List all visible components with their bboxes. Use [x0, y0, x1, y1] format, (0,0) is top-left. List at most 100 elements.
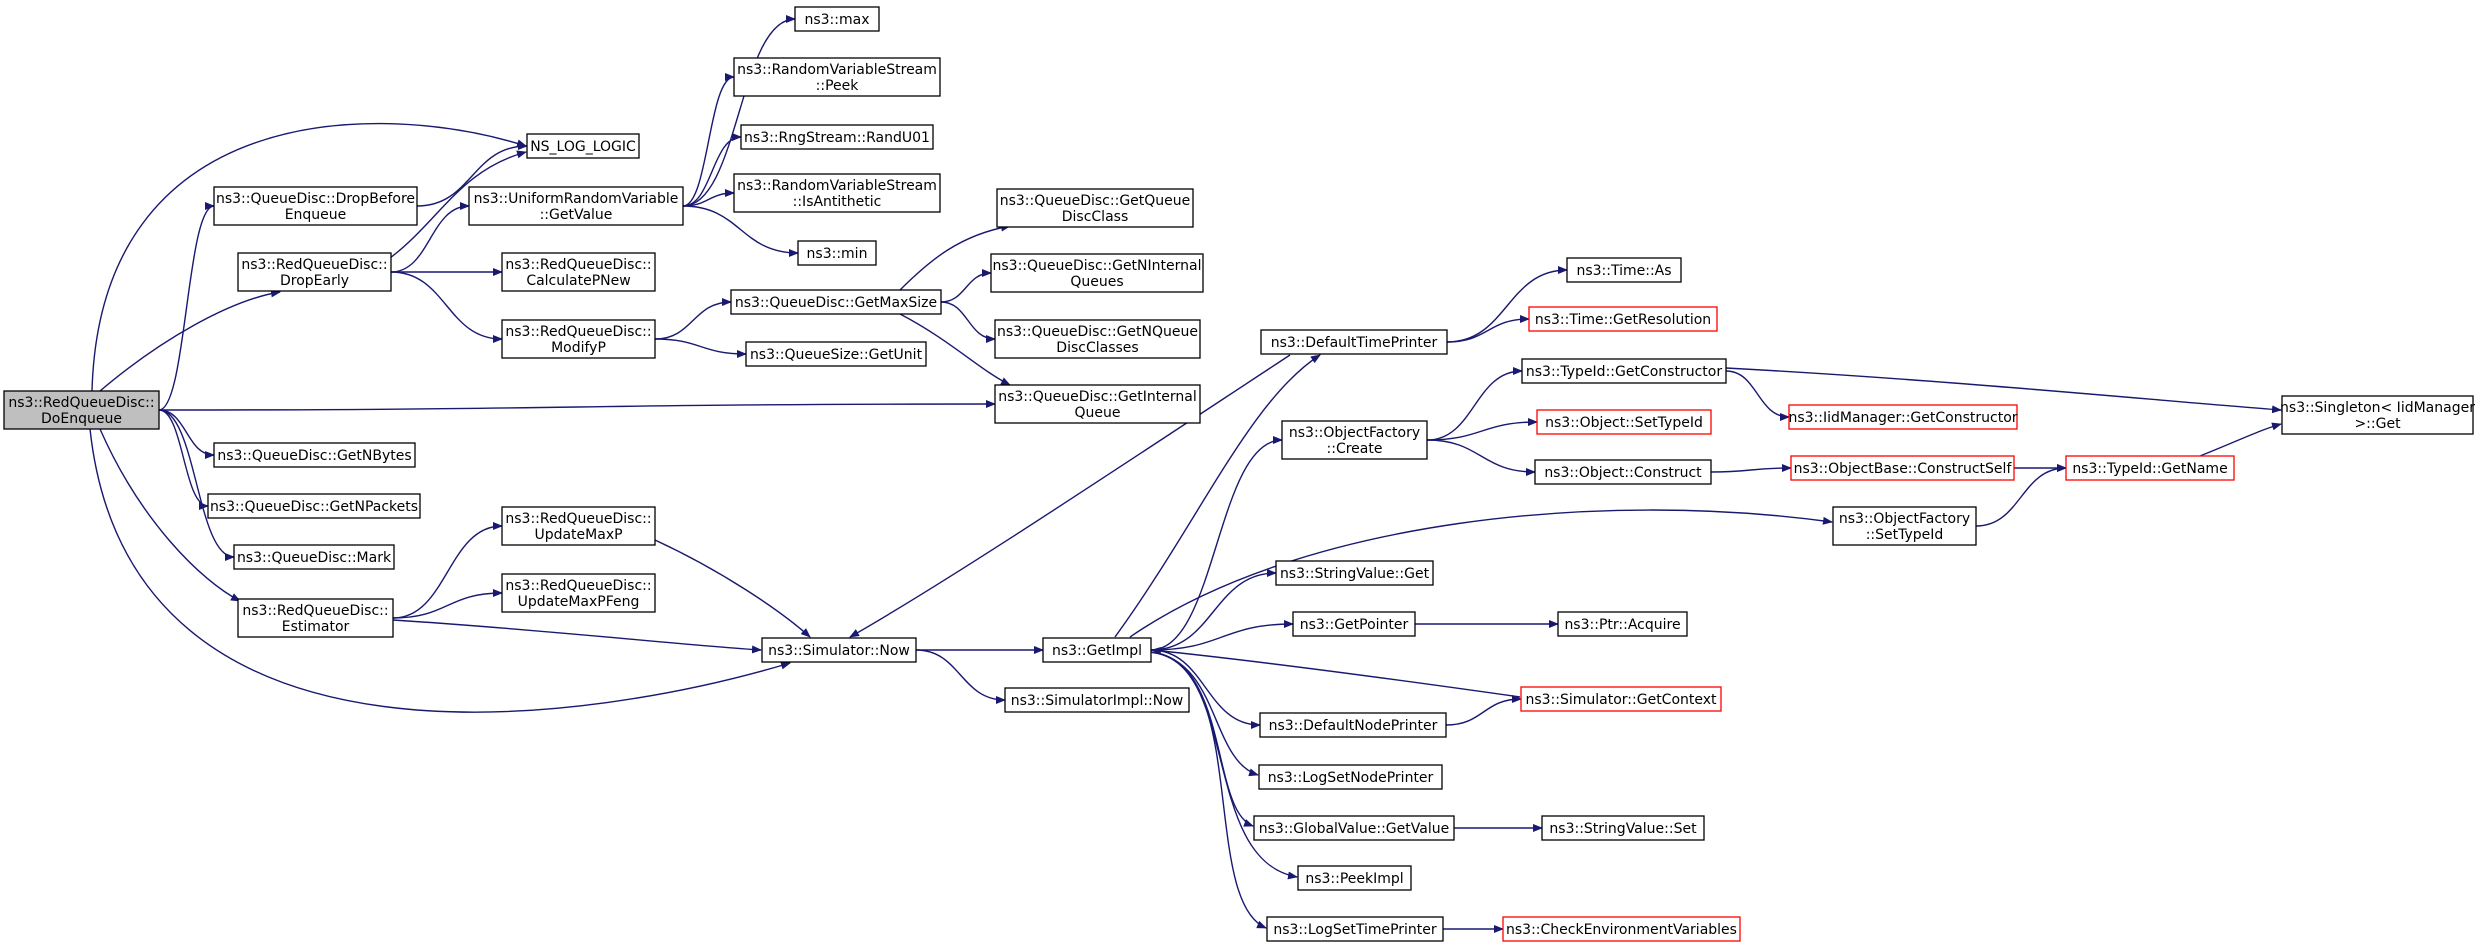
node-min[interactable]: ns3::min: [797, 240, 877, 266]
node-box[interactable]: [1258, 764, 1443, 790]
node-iid_manager_get_constructor[interactable]: ns3::IidManager::GetConstructor: [1788, 404, 2018, 430]
node-box[interactable]: [526, 133, 640, 159]
node-object_factory_create[interactable]: ns3::ObjectFactory::Create: [1281, 420, 1428, 460]
node-box[interactable]: [1521, 358, 1727, 384]
node-box[interactable]: [1520, 686, 1722, 712]
node-box[interactable]: [501, 506, 656, 546]
node-object_base_construct_self[interactable]: ns3::ObjectBase::ConstructSelf: [1790, 455, 2015, 481]
node-box[interactable]: [730, 289, 942, 315]
node-box[interactable]: [733, 173, 941, 213]
node-box[interactable]: [1541, 815, 1705, 841]
node-box[interactable]: [207, 493, 421, 519]
node-box[interactable]: [994, 384, 1201, 424]
node-peek_impl[interactable]: ns3::PeekImpl: [1297, 865, 1412, 891]
node-get_impl[interactable]: ns3::GetImpl: [1042, 637, 1152, 663]
node-box[interactable]: [740, 124, 934, 150]
node-box[interactable]: [761, 637, 917, 663]
node-uniform_get_value[interactable]: ns3::UniformRandomVariable::GetValue: [468, 186, 684, 226]
node-box[interactable]: [745, 341, 927, 367]
node-box[interactable]: [1260, 329, 1448, 355]
node-check_environment_variables[interactable]: ns3::CheckEnvironmentVariables: [1502, 916, 1741, 942]
node-box[interactable]: [1042, 637, 1152, 663]
node-string_value_get[interactable]: ns3::StringValue::Get: [1275, 560, 1434, 586]
node-log_set_node_printer[interactable]: ns3::LogSetNodePrinter: [1258, 764, 1443, 790]
node-calculate_pnew[interactable]: ns3::RedQueueDisc::CalculatePNew: [501, 252, 656, 292]
node-box[interactable]: [1297, 865, 1412, 891]
node-box[interactable]: [733, 57, 941, 97]
node-string_value_set[interactable]: ns3::StringValue::Set: [1541, 815, 1705, 841]
node-max[interactable]: ns3::max: [794, 6, 880, 32]
node-box[interactable]: [237, 252, 392, 292]
node-get_npackets[interactable]: ns3::QueueDisc::GetNPackets: [207, 493, 421, 519]
node-object_factory_set_type_id[interactable]: ns3::ObjectFactory::SetTypeId: [1832, 506, 1977, 546]
node-log_set_time_printer[interactable]: ns3::LogSetTimePrinter: [1266, 916, 1444, 942]
node-get_nbytes[interactable]: ns3::QueueDisc::GetNBytes: [213, 442, 416, 468]
node-box[interactable]: [1790, 455, 2015, 481]
node-box[interactable]: [1832, 506, 1977, 546]
node-box[interactable]: [1502, 916, 1741, 942]
node-box[interactable]: [233, 544, 395, 570]
node-box[interactable]: [2065, 455, 2235, 481]
node-typeid_get_name[interactable]: ns3::TypeId::GetName: [2065, 455, 2235, 481]
node-box[interactable]: [213, 186, 418, 226]
node-typeid_get_constructor[interactable]: ns3::TypeId::GetConstructor: [1521, 358, 1727, 384]
node-box[interactable]: [1557, 611, 1688, 637]
node-object_construct[interactable]: ns3::Object::Construct: [1534, 459, 1712, 485]
node-box[interactable]: [990, 253, 1204, 293]
node-time_as[interactable]: ns3::Time::As: [1566, 257, 1682, 283]
node-box[interactable]: [237, 598, 394, 638]
node-rand_u01[interactable]: ns3::RngStream::RandU01: [740, 124, 934, 150]
node-get_unit[interactable]: ns3::QueueSize::GetUnit: [745, 341, 927, 367]
node-box[interactable]: [797, 240, 877, 266]
node-box[interactable]: [501, 573, 656, 613]
node-singleton_get[interactable]: ns3::Singleton< IidManager >::Get: [2280, 395, 2475, 435]
node-box[interactable]: [213, 442, 416, 468]
node-box[interactable]: [1536, 409, 1712, 435]
node-get_max_size[interactable]: ns3::QueueDisc::GetMaxSize: [730, 289, 942, 315]
node-default_time_printer[interactable]: ns3::DefaultTimePrinter: [1260, 329, 1448, 355]
node-rvs_peek[interactable]: ns3::RandomVariableStream::Peek: [733, 57, 941, 97]
node-time_get_resolution[interactable]: ns3::Time::GetResolution: [1528, 306, 1718, 332]
node-box[interactable]: [794, 6, 880, 32]
node-update_max_p_feng[interactable]: ns3::RedQueueDisc::UpdateMaxPFeng: [501, 573, 656, 613]
node-box[interactable]: [1292, 611, 1416, 637]
node-simulator_impl_now[interactable]: ns3::SimulatorImpl::Now: [1004, 687, 1190, 713]
node-simulator_now[interactable]: ns3::Simulator::Now: [761, 637, 917, 663]
node-box[interactable]: [994, 319, 1201, 359]
node-box[interactable]: [2281, 395, 2474, 435]
node-doenqueue[interactable]: ns3::RedQueueDisc::DoEnqueue: [3, 390, 160, 430]
node-get_pointer[interactable]: ns3::GetPointer: [1292, 611, 1416, 637]
node-ns_log_logic[interactable]: NS_LOG_LOGIC: [526, 133, 640, 159]
node-box[interactable]: [996, 188, 1194, 228]
node-box[interactable]: [501, 252, 656, 292]
node-update_max_p[interactable]: ns3::RedQueueDisc::UpdateMaxP: [501, 506, 656, 546]
node-mark[interactable]: ns3::QueueDisc::Mark: [233, 544, 395, 570]
node-rvs_is_antithetic[interactable]: ns3::RandomVariableStream::IsAntithetic: [733, 173, 941, 213]
node-box[interactable]: [1281, 420, 1428, 460]
node-box[interactable]: [1266, 916, 1444, 942]
node-box[interactable]: [1534, 459, 1712, 485]
node-global_value_get_value[interactable]: ns3::GlobalValue::GetValue: [1253, 815, 1455, 841]
node-box[interactable]: [1275, 560, 1434, 586]
node-modify_p[interactable]: ns3::RedQueueDisc::ModifyP: [501, 319, 656, 359]
node-box[interactable]: [1788, 404, 2018, 430]
node-object_set_type_id[interactable]: ns3::Object::SetTypeId: [1536, 409, 1712, 435]
node-box[interactable]: [1528, 306, 1718, 332]
node-box[interactable]: [468, 186, 684, 226]
node-box[interactable]: [501, 319, 656, 359]
node-box[interactable]: [1253, 815, 1455, 841]
node-simulator_get_context[interactable]: ns3::Simulator::GetContext: [1520, 686, 1722, 712]
node-ptr_acquire[interactable]: ns3::Ptr::Acquire: [1557, 611, 1688, 637]
node-box[interactable]: [1566, 257, 1682, 283]
node-box[interactable]: [1259, 712, 1447, 738]
node-box[interactable]: [3, 390, 160, 430]
node-default_node_printer[interactable]: ns3::DefaultNodePrinter: [1259, 712, 1447, 738]
node-estimator[interactable]: ns3::RedQueueDisc::Estimator: [237, 598, 394, 638]
node-drop_early[interactable]: ns3::RedQueueDisc::DropEarly: [237, 252, 392, 292]
node-box[interactable]: [1004, 687, 1190, 713]
